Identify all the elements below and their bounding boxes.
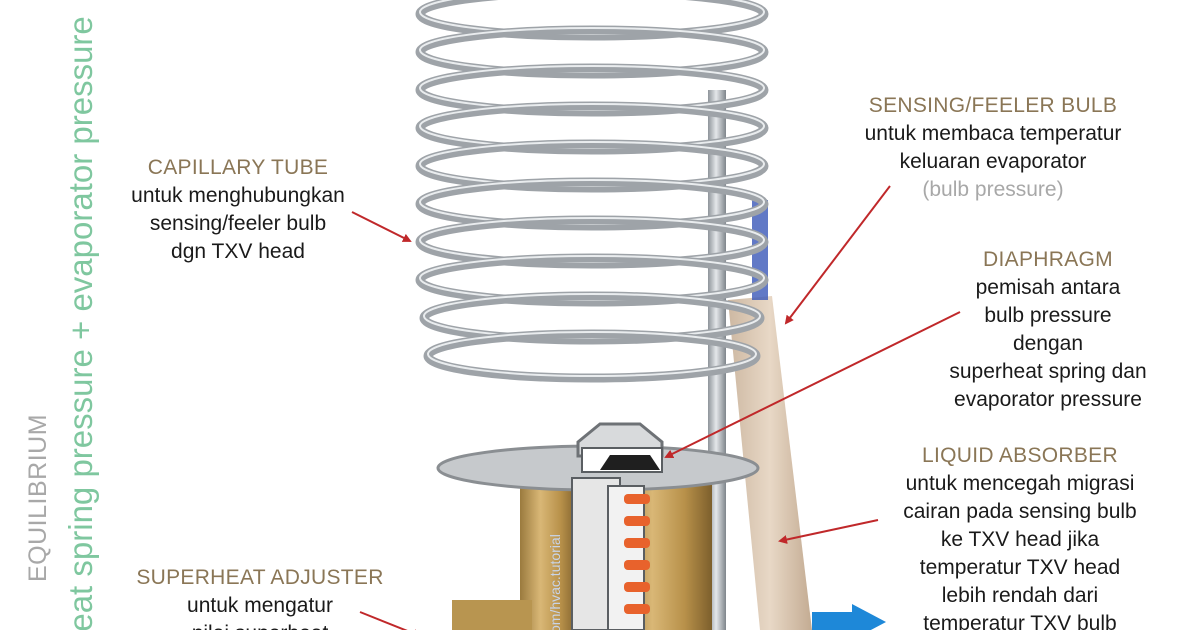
diaphragm-line-3: dengan [1012,332,1084,355]
sensing-bulb-line-2: keluaran evaporator [899,150,1087,173]
capillary-tube-line-1: untuk menghubungkan [131,184,345,207]
arrow-capillary-tube [351,211,412,242]
arrow-liquid-absorber [778,519,879,544]
superheat-adjuster-label: SUPERHEAT ADJUSTER untuk mengatur nilai … [100,564,420,630]
sensing-bulb-board [728,296,812,630]
flow-arrow [812,604,886,630]
superheat-adjuster-cap [452,600,532,630]
arrow-superheat-adjuster [359,611,422,630]
diaphragm-line-5: evaporator pressure [954,388,1142,411]
diaphragm-line-2: bulb pressure [984,304,1112,327]
capillary-tube-line-2: sensing/feeler bulb [149,212,327,235]
capillary-tube-title: CAPILLARY TUBE [147,156,329,179]
equilibrium-label: EQUILIBRIUM [24,413,52,582]
superheat-adjuster-title: SUPERHEAT ADJUSTER [136,566,384,589]
arrow-sensing-bulb [784,185,891,325]
diaphragm-line-4: superheat spring dan [949,360,1147,383]
sensing-bulb-title: SENSING/FEELER BULB [868,94,1118,117]
liquid-absorber-label: LIQUID ABSORBER untuk mencegah migrasi c… [870,442,1170,630]
capillary-tube-line-3: dgn TXV head [171,240,305,263]
superheat-adjuster-line-1: untuk mengatur [187,594,333,617]
diaphragm-line-1: pemisah antara [975,276,1121,299]
spring-coil [624,494,650,504]
sensing-bulb-note: (bulb pressure) [922,178,1064,201]
coil-loop-highlight [427,331,757,377]
spring-coil [624,538,650,548]
pointer-arrows [351,185,961,630]
equilibrium-equation: heat spring pressure + evaporator pressu… [62,16,99,630]
liquid-absorber-line-1: untuk mencegah migrasi [905,472,1135,495]
liquid-absorber-line-6: temperatur TXV bulb [923,612,1117,630]
spring-coil [624,604,650,614]
liquid-absorber-line-3: ke TXV head jika [940,528,1100,551]
watermark: com/hvac.tutorial [547,534,563,630]
arrow-diaphragm [664,311,961,458]
diaphragm-section [600,455,660,470]
sensing-bulb-line-1: untuk membaca temperatur [864,122,1122,145]
capillary-coil [415,0,769,383]
superheat-adjuster-line-2: nilai superheat [100,620,420,630]
liquid-absorber-title: LIQUID ABSORBER [922,444,1118,467]
liquid-absorber-line-5: lebih rendah dari [941,584,1099,607]
diaphragm-label: DIAPHRAGM pemisah antara bulb pressure d… [926,246,1170,414]
spring-coil [624,516,650,526]
spring-coil [624,582,650,592]
spring-coil [624,560,650,570]
superheat-spring [624,494,650,614]
sensing-bulb-label: SENSING/FEELER BULB untuk membaca temper… [830,92,1156,204]
diaphragm-title: DIAPHRAGM [983,248,1113,271]
liquid-absorber-line-2: cairan pada sensing bulb [903,500,1137,523]
capillary-tube-label: CAPILLARY TUBE untuk menghubungkan sensi… [88,154,388,266]
liquid-absorber-line-4: temperatur TXV head [919,556,1121,579]
